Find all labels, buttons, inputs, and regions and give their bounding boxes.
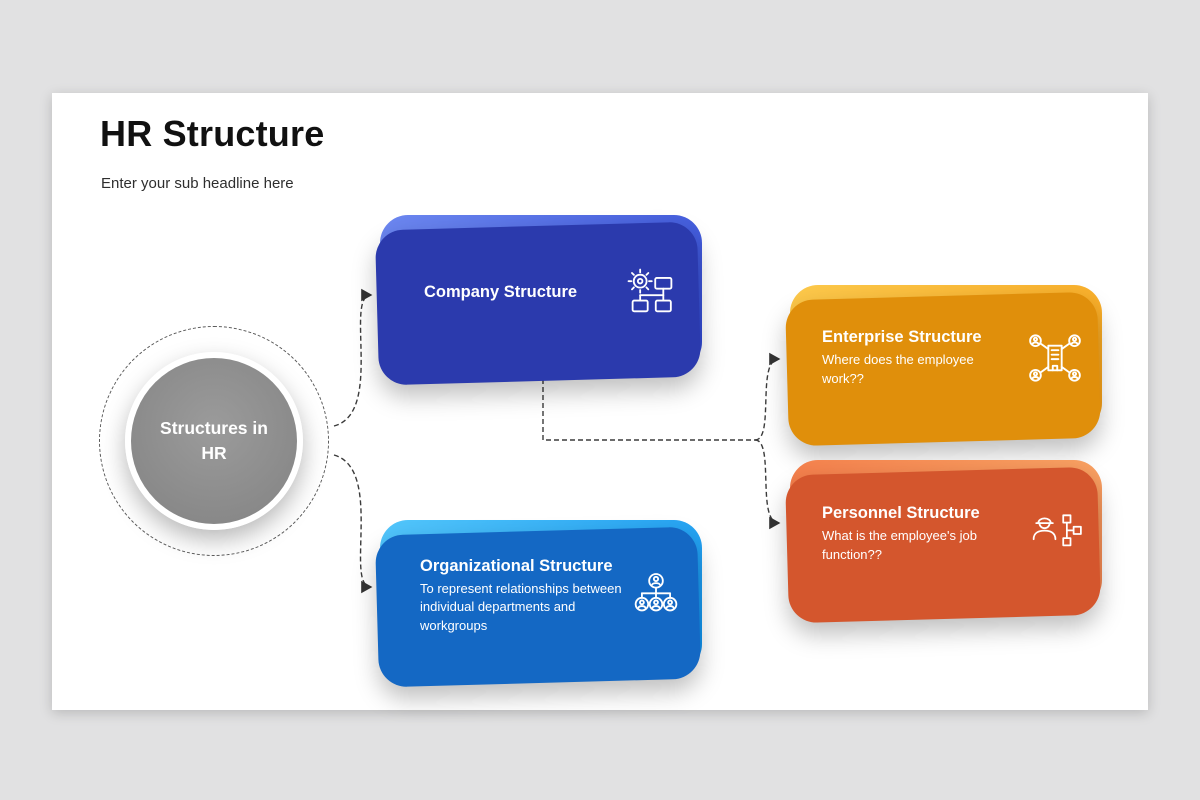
connector-hub-to-company — [333, 288, 373, 427]
hub-label: Structures in HR — [160, 417, 268, 463]
card-company-title: Company Structure — [424, 283, 578, 301]
connector-to-enterprise — [754, 352, 781, 441]
building-network-icon — [1026, 329, 1084, 387]
card-enterprise-structure: Enterprise Structure Where does the empl… — [790, 285, 1102, 431]
hub-circle: Structures in HR — [125, 352, 303, 530]
card-personnel-text: Personnel Structure What is the employee… — [822, 504, 1022, 564]
connector-to-personnel — [754, 439, 781, 530]
card-enterprise-title: Enterprise Structure — [822, 328, 982, 347]
card-company-structure: Company Structure — [380, 215, 702, 370]
card-organizational-text: Organizational Structure To represent re… — [420, 557, 622, 635]
gear-orgchart-icon — [624, 265, 680, 321]
card-organizational-title: Organizational Structure — [420, 556, 613, 575]
hub-dashed-ring: Structures in HR — [99, 326, 329, 556]
card-enterprise-body: Where does the employee work?? — [822, 352, 974, 386]
connector-hub-to-organizational — [333, 454, 373, 594]
team-hierarchy-icon — [630, 570, 682, 622]
card-personnel-structure: Personnel Structure What is the employee… — [790, 460, 1102, 608]
card-organizational-body: To represent relationships between indiv… — [420, 580, 622, 633]
card-enterprise-text: Enterprise Structure Where does the empl… — [822, 328, 1018, 388]
card-personnel-body: What is the employee's job function?? — [822, 528, 977, 562]
slide-canvas: HR Structure Enter your sub headline her… — [52, 93, 1148, 710]
card-personnel-title: Personnel Structure — [822, 504, 980, 523]
worker-flowchart-icon — [1030, 507, 1084, 561]
page-subtitle: Enter your sub headline here — [101, 175, 294, 192]
page-title: HR Structure — [100, 113, 325, 154]
card-organizational-structure: Organizational Structure To represent re… — [380, 520, 702, 672]
card-company-text: Company Structure — [424, 283, 616, 302]
connector-company-trunk — [542, 371, 755, 441]
